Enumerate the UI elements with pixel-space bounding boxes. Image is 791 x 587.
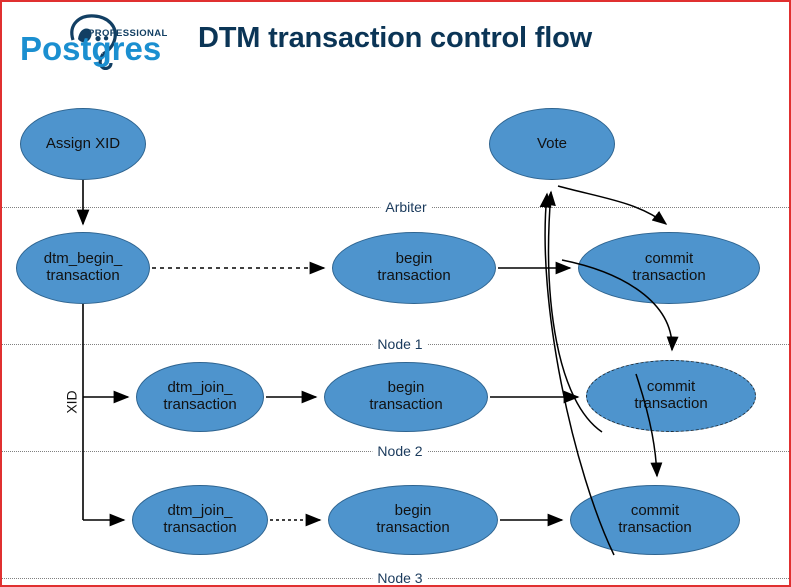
node-label-line-1: dtm_join_ <box>167 379 233 397</box>
node-label-line-2: transaction <box>163 396 237 413</box>
node-assign-xid[interactable]: Assign XID <box>20 108 146 180</box>
page-title: DTM transaction control flow <box>198 22 592 54</box>
lane-label-node3: Node 3 <box>372 570 428 585</box>
node-label-line-2: transaction <box>632 267 706 284</box>
node-label-line-2: transaction <box>376 519 450 536</box>
node-label-line-2: transaction <box>377 267 451 284</box>
node-label-line-2: transaction <box>46 267 120 284</box>
node-label-line-1: Vote <box>536 134 568 152</box>
lane-label-node2: Node 2 <box>372 443 428 459</box>
elephant-head-icon <box>70 14 117 70</box>
lane-label-arbiter: Arbiter <box>380 199 432 215</box>
node-label-line-1: begin <box>387 379 425 397</box>
logo-superscript: PROFESSIONAL <box>88 28 168 39</box>
lane-label-node1: Node 1 <box>372 336 428 352</box>
node-label-line-2: transaction <box>618 519 692 536</box>
node-commit-transaction-node2[interactable]: commit transaction <box>570 485 740 555</box>
node-label-line-2: transaction <box>369 396 443 413</box>
header: PROFESSIONAL Postgres DTM transaction co… <box>2 2 789 82</box>
node-label-line-1: dtm_begin_ <box>43 250 123 268</box>
node-begin-transaction-arbiter[interactable]: begin transaction <box>332 232 496 304</box>
node-label-line-1: begin <box>395 250 433 268</box>
node-dtm-join-transaction-node1[interactable]: dtm_join_ transaction <box>136 362 264 432</box>
node-dtm-begin-transaction[interactable]: dtm_begin_ transaction <box>16 232 150 304</box>
node-begin-transaction-node2[interactable]: begin transaction <box>328 485 498 555</box>
node-vote[interactable]: Vote <box>489 108 615 180</box>
node-label-line-1: dtm_join_ <box>167 502 233 520</box>
logo-svg: PROFESSIONAL Postgres <box>20 14 168 70</box>
node-label-line-2: transaction <box>163 519 237 536</box>
node-commit-transaction-arbiter[interactable]: commit transaction <box>578 232 760 304</box>
logo-wordmark: Postgres <box>20 30 161 67</box>
node-commit-transaction-node1[interactable]: commit transaction <box>586 360 756 432</box>
node-label-line-1: commit <box>646 378 696 396</box>
node-label-line-1: commit <box>644 250 694 268</box>
node-dtm-join-transaction-node2[interactable]: dtm_join_ transaction <box>132 485 268 555</box>
node-label-line-1: commit <box>630 502 680 520</box>
xid-bus-label: XID <box>63 390 80 414</box>
postgres-professional-logo: PROFESSIONAL Postgres <box>16 10 186 70</box>
node-begin-transaction-node1[interactable]: begin transaction <box>324 362 488 432</box>
node-label-line-1: begin <box>394 502 432 520</box>
node-label-line-1: Assign XID <box>45 134 121 152</box>
node-label-line-2: transaction <box>634 395 708 412</box>
